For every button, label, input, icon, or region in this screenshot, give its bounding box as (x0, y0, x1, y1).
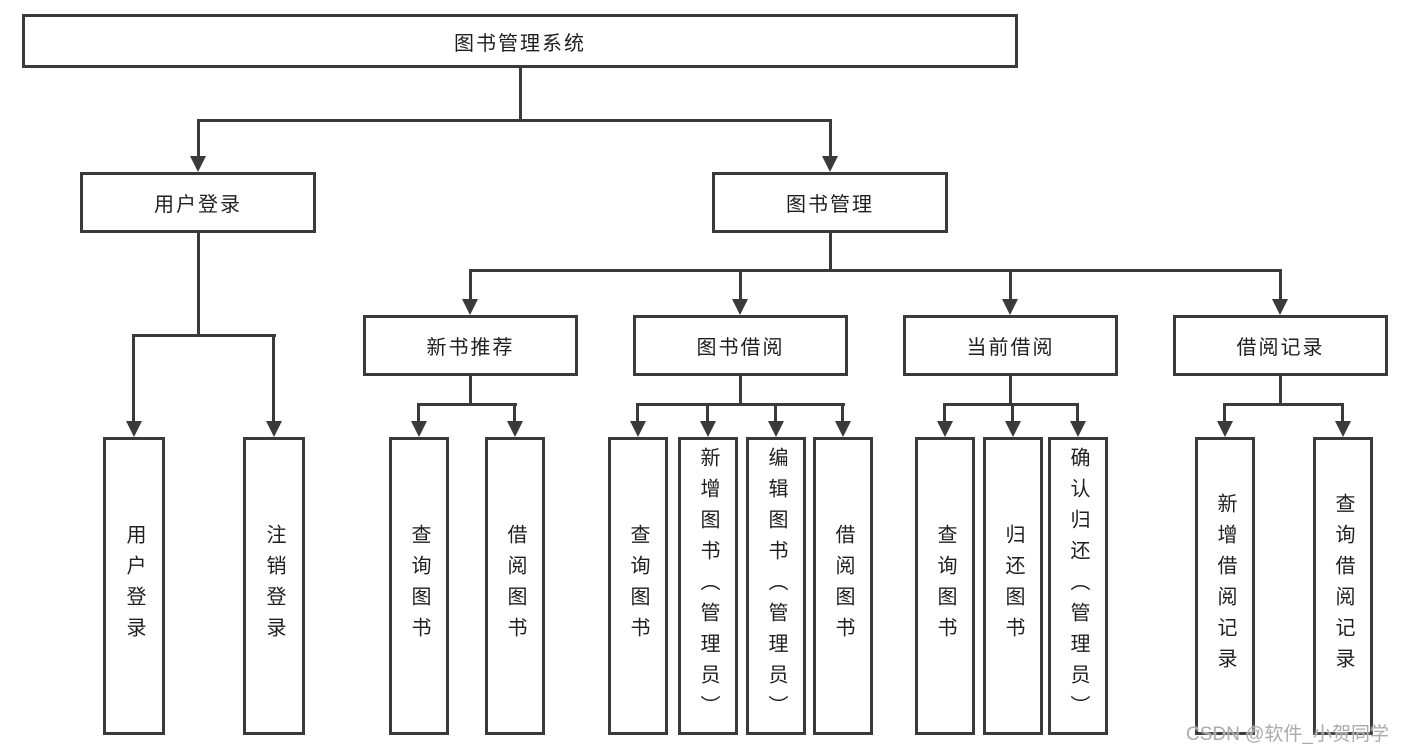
leaf-query-books-recommend: 查询图书 (389, 437, 449, 735)
connector-vline (519, 68, 522, 120)
leaf-add-borrow-record: 新增借阅记录 (1195, 437, 1255, 735)
arrow-down-icon (462, 299, 478, 315)
arrow-down-icon (1070, 421, 1086, 437)
connector-vline (706, 403, 709, 422)
connector-vline (1076, 403, 1079, 422)
arrow-down-icon (507, 421, 523, 437)
node-book-borrow: 图书借阅 (633, 315, 848, 376)
connector-hline (197, 119, 831, 122)
leaf-user-login-label: 用户登录 (123, 524, 145, 648)
arrow-down-icon (126, 421, 142, 437)
connector-vline (1009, 269, 1012, 301)
arrow-down-icon (190, 156, 206, 172)
arrow-down-icon (700, 421, 716, 437)
connector-vline (1011, 403, 1014, 422)
connector-vline (417, 403, 420, 422)
node-current-borrow: 当前借阅 (903, 315, 1118, 376)
leaf-edit-book-admin: 编辑图书（管理员） (746, 437, 806, 735)
connector-vline (1223, 403, 1226, 422)
leaf-return-books-label: 归还图书 (1002, 524, 1024, 648)
node-new-book-recommend-label: 新书推荐 (426, 337, 515, 359)
connector-vline (197, 233, 200, 336)
connector-vline (1279, 269, 1282, 301)
leaf-confirm-return-admin: 确认归还（管理员） (1048, 437, 1108, 735)
leaf-query-books-borrow: 查询图书 (608, 437, 668, 735)
arrow-down-icon (411, 421, 427, 437)
connector-hline (636, 403, 845, 406)
connector-vline (469, 269, 472, 301)
arrow-down-icon (732, 299, 748, 315)
leaf-borrow-books-label: 借阅图书 (832, 524, 854, 648)
leaf-confirm-return-admin-label: 确认归还（管理员） (1067, 446, 1089, 726)
connector-vline (1279, 376, 1282, 406)
leaf-query-books-recommend-label: 查询图书 (408, 524, 430, 648)
arrow-down-icon (266, 421, 282, 437)
connector-vline (739, 269, 742, 301)
connector-vline (739, 376, 742, 406)
connector-vline (1341, 403, 1344, 422)
csdn-watermark: CSDN @软件_小贺同学 (1186, 724, 1389, 745)
leaf-query-books-borrow-label: 查询图书 (627, 524, 649, 648)
node-user-login: 用户登录 (80, 172, 316, 233)
leaf-query-borrow-record: 查询借阅记录 (1313, 437, 1373, 735)
connector-vline (469, 376, 472, 406)
connector-vline (841, 403, 844, 422)
leaf-logout: 注销登录 (243, 437, 305, 735)
arrow-down-icon (1335, 421, 1351, 437)
connector-vline (829, 233, 832, 271)
arrow-down-icon (1272, 299, 1288, 315)
node-new-book-recommend: 新书推荐 (363, 315, 578, 376)
leaf-query-borrow-record-label: 查询借阅记录 (1332, 493, 1354, 679)
node-library-management-system-label: 图书管理系统 (454, 32, 586, 55)
arrow-down-icon (937, 421, 953, 437)
arrow-down-icon (630, 421, 646, 437)
arrow-down-icon (1005, 421, 1021, 437)
node-book-management-label: 图书管理 (786, 194, 874, 216)
leaf-logout-label: 注销登录 (263, 524, 285, 648)
arrow-down-icon (1002, 299, 1018, 315)
connector-vline (636, 403, 639, 422)
connector-hline (469, 269, 1282, 272)
arrow-down-icon (768, 421, 784, 437)
node-book-management: 图书管理 (712, 172, 948, 233)
connector-vline (513, 403, 516, 422)
leaf-borrow-books: 借阅图书 (813, 437, 873, 735)
node-borrow-records-label: 借阅记录 (1236, 337, 1325, 359)
connector-vline (943, 403, 946, 422)
connector-hline (132, 334, 276, 337)
node-borrow-records: 借阅记录 (1173, 315, 1388, 376)
connector-vline (132, 334, 135, 422)
connector-vline (829, 119, 832, 158)
node-current-borrow-label: 当前借阅 (966, 337, 1055, 359)
leaf-return-books: 归还图书 (983, 437, 1043, 735)
connector-hline (417, 403, 517, 406)
leaf-edit-book-admin-label: 编辑图书（管理员） (765, 446, 787, 726)
leaf-borrow-books-recommend: 借阅图书 (485, 437, 545, 735)
connector-vline (1009, 376, 1012, 406)
leaf-add-borrow-record-label: 新增借阅记录 (1214, 493, 1236, 679)
leaf-user-login: 用户登录 (103, 437, 165, 735)
leaf-query-books-current-label: 查询图书 (934, 524, 956, 648)
arrow-down-icon (1217, 421, 1233, 437)
node-book-borrow-label: 图书借阅 (696, 337, 785, 359)
node-library-management-system: 图书管理系统 (22, 14, 1018, 68)
leaf-borrow-books-recommend-label: 借阅图书 (504, 524, 526, 648)
connector-vline (272, 334, 275, 422)
node-user-login-label: 用户登录 (154, 194, 242, 216)
connector-vline (197, 119, 200, 158)
arrow-down-icon (835, 421, 851, 437)
leaf-query-books-current: 查询图书 (915, 437, 975, 735)
arrow-down-icon (822, 156, 838, 172)
connector-vline (774, 403, 777, 422)
leaf-add-book-admin-label: 新增图书（管理员） (697, 446, 719, 726)
connector-hline (1223, 403, 1344, 406)
leaf-add-book-admin: 新增图书（管理员） (678, 437, 738, 735)
